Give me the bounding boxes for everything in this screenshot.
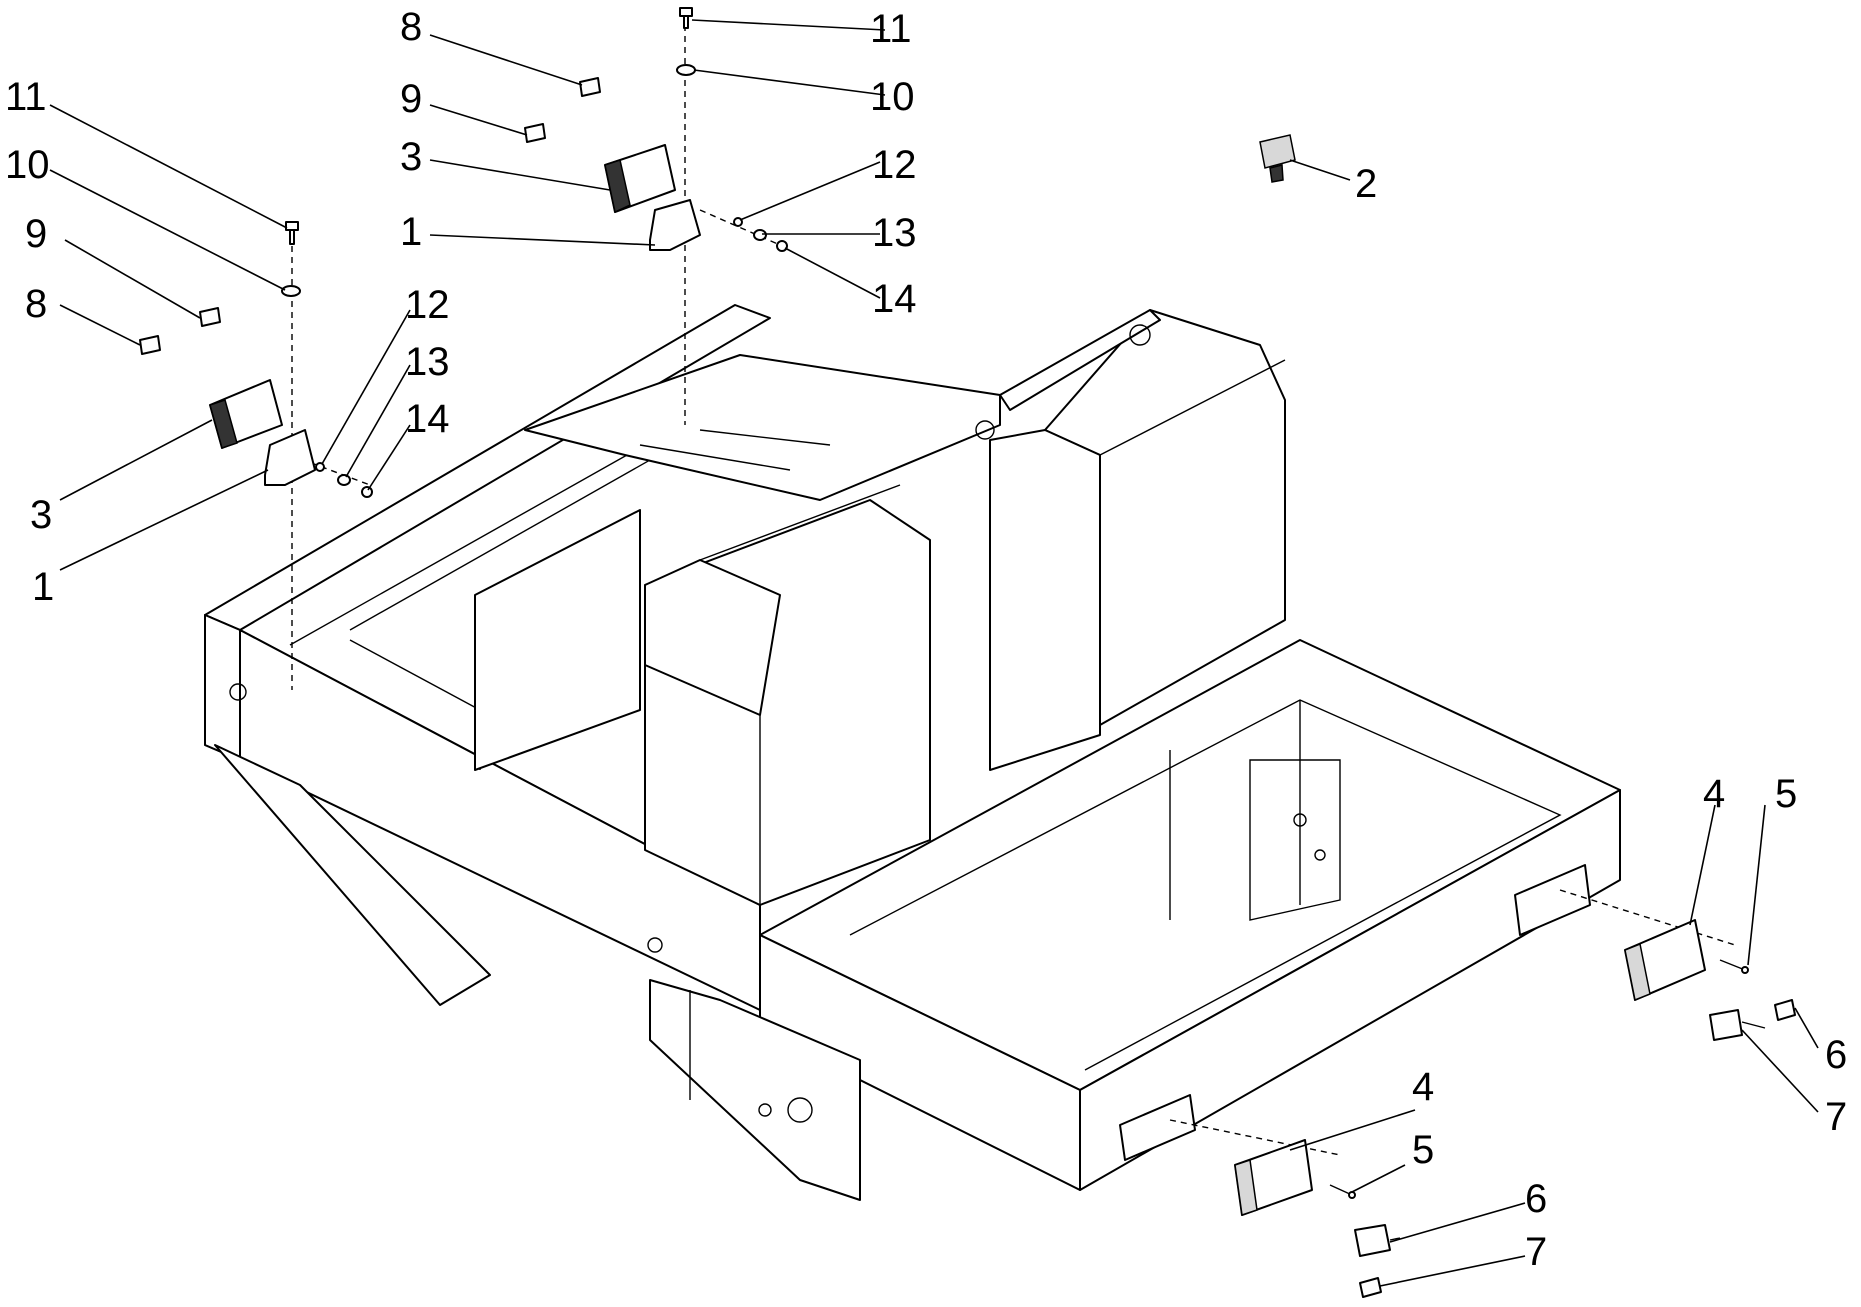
nut-icon — [776, 240, 788, 252]
callout-5-bottom: 5 — [1412, 1128, 1434, 1172]
washer-icon — [676, 64, 696, 76]
callout-8-top: 8 — [400, 5, 422, 49]
bulb-socket-icon — [1709, 1009, 1743, 1041]
callout-2: 2 — [1355, 162, 1377, 206]
callout-6-bottom: 6 — [1525, 1177, 1547, 1221]
callout-9-left: 9 — [25, 212, 47, 256]
switch-icon — [1259, 134, 1296, 169]
callout-3-top: 3 — [400, 135, 422, 179]
centerline-top-nut — [699, 209, 781, 246]
callout-3-left: 3 — [30, 493, 52, 537]
callout-9-top: 9 — [400, 77, 422, 121]
lock-washer-icon — [315, 462, 325, 472]
bulb-icon — [1359, 1277, 1382, 1298]
callout-14-left: 14 — [405, 397, 450, 441]
left-work-light-assembly — [139, 221, 373, 498]
callout-11-top: 11 — [870, 7, 912, 51]
callout-5-right: 5 — [1775, 772, 1797, 816]
bolt-icon — [679, 7, 693, 29]
callout-12-left: 12 — [405, 283, 450, 327]
bulb-icon — [524, 123, 546, 143]
callout-10-top: 10 — [870, 75, 915, 119]
callout-6-right: 6 — [1825, 1033, 1847, 1077]
callout-7-right: 7 — [1825, 1095, 1847, 1139]
flat-washer-icon — [753, 229, 767, 241]
bulb-socket-icon — [1354, 1224, 1391, 1257]
callout-1-top: 1 — [400, 210, 422, 254]
lamp-bracket-icon — [264, 429, 316, 486]
washer-icon — [281, 285, 301, 297]
callout-labels: 11 10 12 13 14 8 9 3 1 2 11 10 9 8 12 13… — [5, 5, 1847, 1274]
bulb-icon — [199, 307, 221, 327]
top-work-light-assembly — [524, 7, 788, 252]
screw-icon — [1329, 1184, 1353, 1196]
bottom-rear-lamp-assembly — [1234, 1139, 1401, 1298]
bulb-icon — [139, 335, 161, 355]
leader-lines — [49, 19, 1819, 1287]
nut-icon — [361, 486, 373, 498]
lamp-recess-bottom — [1119, 1094, 1196, 1161]
callout-11-left: 11 — [5, 75, 47, 119]
callout-12-top: 12 — [872, 143, 917, 187]
callout-4-bottom: 4 — [1412, 1065, 1434, 1109]
bulb-icon — [1774, 999, 1796, 1021]
callout-10-left: 10 — [5, 143, 50, 187]
centerline-right-lamp — [1559, 889, 1736, 946]
flat-washer-icon — [337, 474, 351, 486]
centerline-bottom-lamp — [1169, 1119, 1341, 1156]
switch-assembly — [1259, 134, 1296, 183]
callout-7-bottom: 7 — [1525, 1230, 1547, 1274]
bulb-icon — [579, 77, 601, 97]
right-rear-lamp-assembly — [1624, 919, 1796, 1041]
lamp-recess-right — [1514, 864, 1591, 936]
callout-4-right: 4 — [1703, 772, 1725, 816]
chassis-frame — [204, 304, 1621, 1201]
callout-14-top: 14 — [872, 277, 917, 321]
callout-1-left: 1 — [32, 565, 54, 609]
lamp-bracket-icon — [649, 199, 701, 251]
screw-icon — [1719, 959, 1746, 971]
callout-13-top: 13 — [872, 211, 917, 255]
callout-13-left: 13 — [405, 340, 450, 384]
callout-8-left: 8 — [25, 282, 47, 326]
bolt-icon — [285, 221, 299, 245]
